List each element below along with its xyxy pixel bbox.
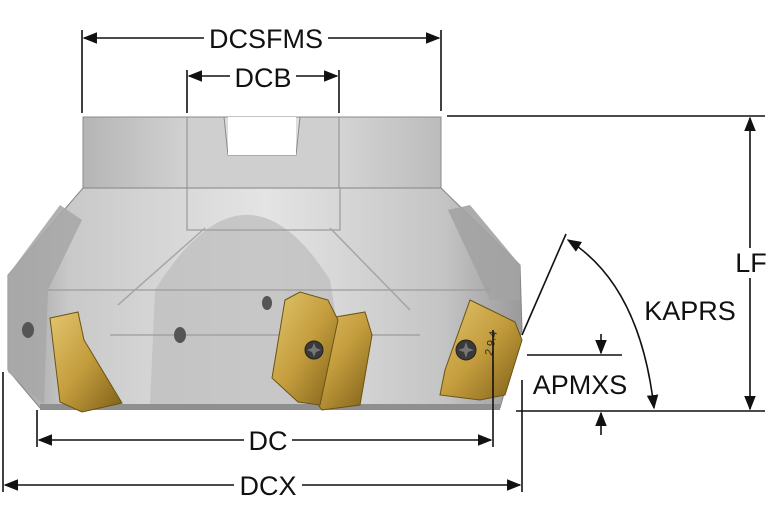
insert-marking: 2.9.4	[483, 330, 500, 356]
label-dc: DC	[249, 426, 288, 456]
left-chip-pocket	[8, 205, 82, 405]
cutter-bottom-edge	[40, 404, 500, 410]
coolant-hole-center	[174, 327, 186, 343]
label-dcx: DCX	[239, 471, 296, 501]
label-kaprs: KAPRS	[644, 296, 736, 326]
kaprs-arc	[566, 239, 659, 410]
label-dcsfms: DCSFMS	[209, 24, 323, 54]
keyway-bottom	[228, 117, 296, 155]
coolant-hole-right	[262, 296, 272, 310]
label-apmxs: APMXS	[533, 370, 628, 400]
label-lf: LF	[735, 248, 767, 278]
cutting-inserts: 2.9.4	[49, 291, 523, 413]
dimension-labels: DCSFMS DCB LF KAPRS APMXS DC DCX	[204, 24, 767, 501]
cutter-body	[7, 116, 523, 410]
insert-left	[49, 311, 123, 413]
label-dcb: DCB	[234, 63, 291, 93]
right-chip-pocket	[448, 205, 520, 300]
coolant-hole-left	[22, 322, 34, 338]
